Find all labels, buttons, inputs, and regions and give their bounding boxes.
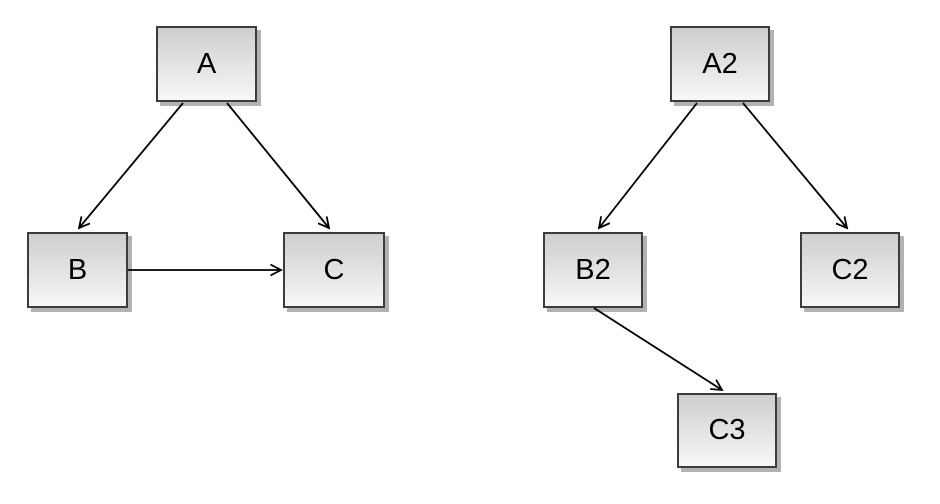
node-label-C: C [323, 253, 345, 286]
node-A2: A2 [670, 26, 770, 102]
edge-B2-to-C3 [593, 307, 724, 392]
node-B2: B2 [543, 232, 643, 308]
edge-A-to-C [226, 102, 331, 230]
node-C: C [283, 232, 385, 308]
node-C3: C3 [677, 393, 777, 468]
node-label-C3: C3 [708, 414, 746, 446]
node-A: A [156, 26, 257, 102]
node-label-A: A [196, 47, 217, 80]
edge-A2-to-B2 [597, 102, 698, 230]
node-label-C2: C2 [831, 253, 869, 286]
node-B: B [27, 232, 128, 308]
node-label-B2: B2 [575, 253, 611, 286]
node-C2: C2 [800, 232, 900, 308]
edge-A2-to-C2 [742, 102, 849, 230]
node-label-B: B [67, 253, 88, 286]
edge-A-to-B [77, 102, 184, 230]
node-label-A2: A2 [702, 47, 738, 80]
